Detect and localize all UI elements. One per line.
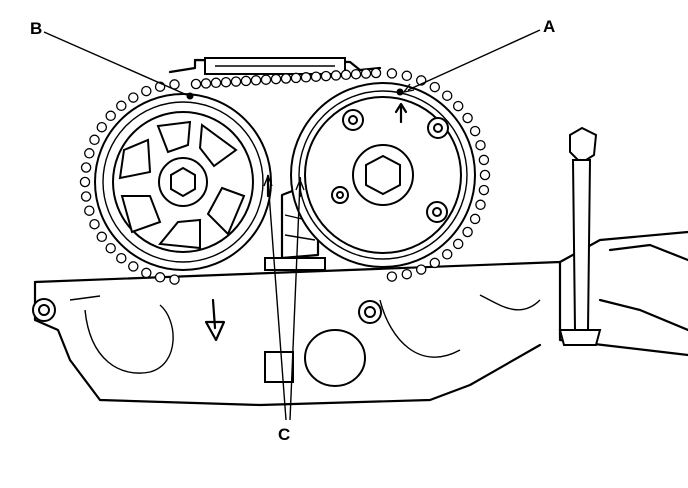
chain-link bbox=[360, 68, 372, 79]
chain-link bbox=[479, 169, 491, 181]
chain-link bbox=[141, 85, 152, 97]
chain-link bbox=[469, 213, 481, 225]
chain-link bbox=[330, 70, 342, 81]
chain-link bbox=[320, 70, 332, 82]
chain-link bbox=[441, 249, 453, 260]
leader-lines bbox=[43, 29, 541, 421]
head-bolts bbox=[32, 298, 382, 324]
chain-link bbox=[475, 199, 486, 211]
chain-link bbox=[154, 272, 166, 283]
chain-link bbox=[478, 154, 490, 166]
chain-link bbox=[401, 70, 413, 82]
chain-link bbox=[128, 261, 139, 272]
chain-link bbox=[84, 148, 95, 159]
chain-link bbox=[290, 72, 302, 84]
chain-link bbox=[475, 139, 486, 151]
chain-link bbox=[80, 162, 92, 173]
lower-boss bbox=[264, 329, 366, 387]
chain-link bbox=[415, 264, 427, 275]
chain-link bbox=[89, 134, 100, 146]
chain-link bbox=[452, 238, 464, 250]
chain-link bbox=[80, 191, 92, 202]
chain-link bbox=[300, 72, 312, 83]
chain-link bbox=[452, 100, 464, 112]
chain-link bbox=[240, 75, 252, 87]
chain-link bbox=[116, 252, 127, 264]
chain-link bbox=[350, 68, 362, 80]
chain-link bbox=[310, 71, 322, 82]
chain-link bbox=[386, 271, 398, 282]
right-cam-sprocket bbox=[290, 82, 476, 268]
chain-link bbox=[96, 231, 108, 243]
chain-link bbox=[340, 69, 352, 81]
chain-link bbox=[220, 76, 232, 88]
left-cam-sprocket bbox=[94, 92, 272, 271]
chain-link bbox=[96, 121, 108, 133]
callout-b-label: B bbox=[30, 19, 43, 38]
chain-link bbox=[79, 176, 91, 188]
chain-link bbox=[386, 68, 398, 79]
timing-chain bbox=[79, 67, 491, 285]
chain-link bbox=[280, 73, 292, 84]
chain-link bbox=[429, 81, 441, 93]
chain-link bbox=[370, 67, 382, 79]
chain-link bbox=[429, 257, 441, 269]
chain-link bbox=[105, 242, 116, 254]
chain-link bbox=[401, 268, 413, 280]
chain-link bbox=[462, 112, 473, 124]
upper-chain-guide bbox=[168, 57, 382, 75]
callout-c-label: C bbox=[278, 425, 291, 444]
chain-link bbox=[441, 90, 453, 101]
callout-a-label: A bbox=[543, 17, 556, 36]
chain-link bbox=[84, 205, 95, 216]
chain-link bbox=[89, 218, 100, 230]
chain-link bbox=[250, 75, 262, 86]
chain-link bbox=[260, 74, 272, 85]
chain-link bbox=[169, 274, 180, 285]
chain-link bbox=[210, 77, 222, 89]
chain-link bbox=[116, 100, 127, 112]
timing-pin bbox=[558, 126, 602, 346]
chain-link bbox=[190, 78, 202, 90]
chain-link bbox=[128, 92, 139, 103]
chain-link bbox=[478, 184, 490, 196]
chain-link bbox=[270, 73, 282, 85]
chain-link bbox=[469, 125, 481, 137]
chain-link bbox=[200, 78, 212, 89]
down-arrow-icon bbox=[204, 298, 226, 342]
chain-link bbox=[141, 267, 152, 279]
chain-link bbox=[462, 226, 473, 238]
chain-link bbox=[230, 76, 242, 87]
chain-link bbox=[105, 110, 116, 122]
